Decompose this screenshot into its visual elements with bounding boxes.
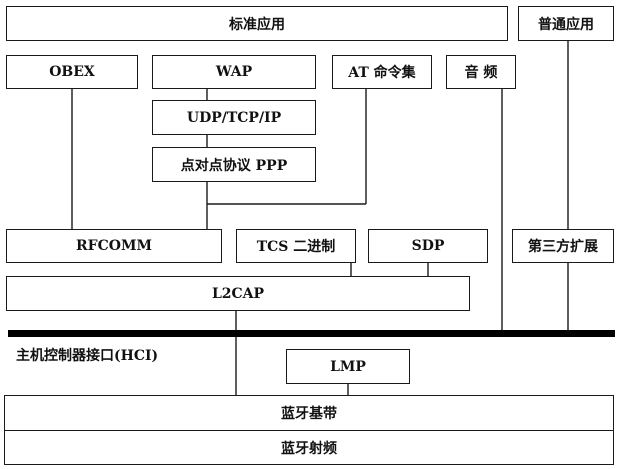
third-party-label: 第三方扩展 [528, 239, 598, 255]
lmp-box: LMP [286, 349, 410, 384]
lmp-label: LMP [330, 358, 366, 375]
ppp-label: 点对点协议 PPP [180, 157, 288, 174]
udp-tcp-ip-label: UDP/TCP/IP [186, 109, 282, 126]
at-commands-label: AT 命令集 [348, 65, 416, 81]
sdp-box: SDP [368, 229, 488, 263]
l2cap-label: L2CAP [211, 285, 265, 302]
standard-apps-box: 标准应用 [6, 6, 508, 41]
rfcomm-label: RFCOMM [76, 238, 152, 254]
l2cap-box: L2CAP [6, 276, 470, 311]
obex-label: OBEX [49, 64, 95, 80]
udp-tcp-ip-box: UDP/TCP/IP [152, 100, 316, 135]
ppp-box: 点对点协议 PPP [152, 147, 316, 182]
audio-box: 音 频 [446, 55, 516, 89]
third-party-box: 第三方扩展 [512, 229, 614, 263]
sdp-label: SDP [411, 238, 445, 254]
wap-label: WAP [215, 64, 253, 80]
tcs-label: TCS 二进制 [256, 239, 336, 255]
tcs-box: TCS 二进制 [236, 229, 356, 263]
general-apps-label: 普通应用 [538, 16, 594, 33]
baseband-label: 蓝牙基带 [281, 406, 337, 422]
standard-apps-label: 标准应用 [229, 16, 285, 33]
obex-box: OBEX [6, 55, 138, 89]
hci-label: 主机控制器接口(HCI) [16, 348, 159, 364]
hci-bar [8, 330, 615, 337]
baseband-box: 蓝牙基带 [4, 395, 614, 431]
rfcomm-box: RFCOMM [6, 229, 222, 263]
at-commands-box: AT 命令集 [332, 55, 432, 89]
radio-box: 蓝牙射频 [4, 430, 614, 465]
wap-box: WAP [152, 55, 316, 89]
general-apps-box: 普通应用 [518, 6, 614, 41]
radio-label: 蓝牙射频 [281, 440, 337, 457]
audio-label: 音 频 [464, 65, 498, 81]
